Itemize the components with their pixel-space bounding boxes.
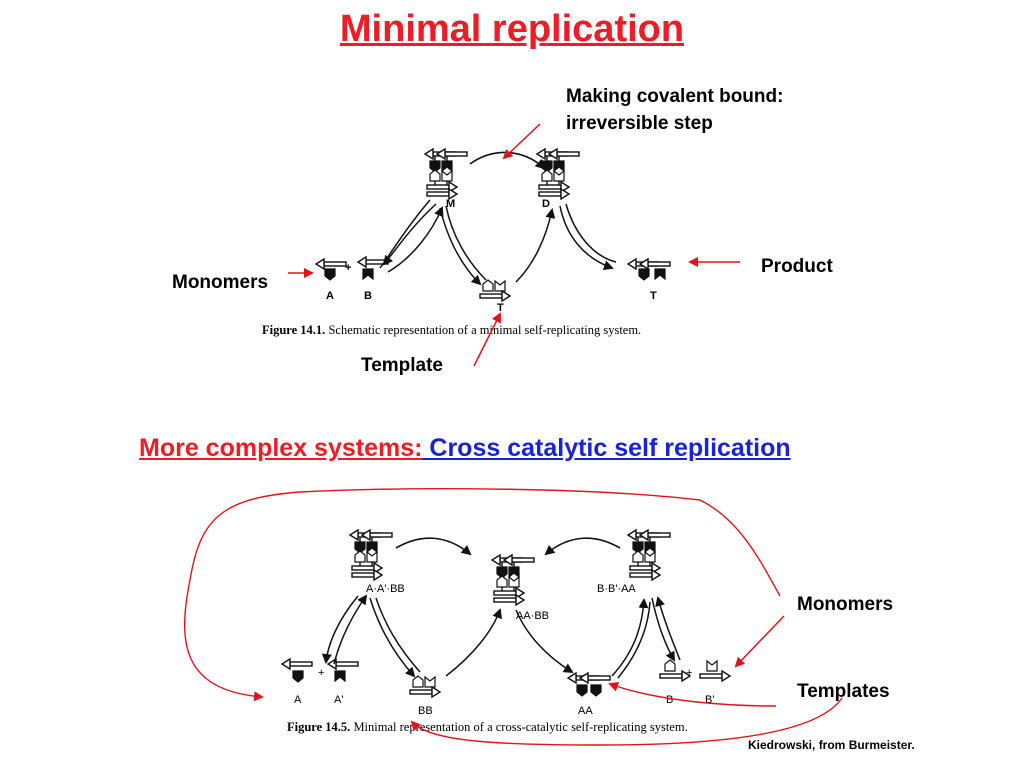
figure1-caption: Figure 14.1. Schematic representation of… (262, 323, 641, 338)
fig1-label-T-right: T (650, 290, 657, 302)
fig2-label-AABB-center: AA·BB (516, 610, 550, 622)
fig2-label-AABB-left: A·A'·BB (366, 583, 405, 595)
template-annotation: Template (361, 355, 444, 376)
fig2-label-AA: AA (578, 705, 593, 717)
product-T-right (627, 258, 671, 281)
fig2-label-B-prime: B' (705, 694, 715, 706)
credit-text: Kiedrowski, from Burmeister. (748, 738, 915, 752)
fig1-label-B: B (364, 290, 372, 302)
template-AA (567, 672, 611, 697)
fig1-label-D: D (542, 198, 550, 210)
templates-annotation: Templates (797, 681, 890, 702)
monomers-annotation-top: Monomers (172, 272, 269, 293)
fig2-label-plus1: + (318, 667, 325, 679)
fig2-label-BBAA-right: B·B'·AA (597, 583, 636, 595)
figure1-caption-text: Schematic representation of a minimal se… (325, 323, 642, 337)
monomers-loop-arrow (183, 488, 781, 702)
complex-AABB-center (492, 555, 534, 605)
arrow-T-to-D (515, 208, 556, 283)
fig2-label-B: B (666, 694, 674, 706)
monomer-B-fig2 (659, 659, 691, 682)
arrow-D-to-product (559, 205, 614, 271)
fig2-label-A-prime: A' (334, 694, 344, 706)
complex-AABB-left (350, 530, 392, 580)
template-pointer-arrow (473, 312, 501, 367)
covalent-annotation-line2: irreversible step (566, 113, 713, 134)
arrow-monomers-to-M (387, 206, 444, 273)
fig2-label-plus2: + (686, 667, 693, 679)
fig1-label-M: M (446, 198, 456, 210)
fig1-label-plus: + (345, 262, 352, 274)
complex-BBAA-right (628, 530, 670, 580)
template-T-center (479, 279, 511, 302)
product-annotation: Product (761, 256, 833, 277)
monomer-B (357, 256, 389, 280)
arrow-M-to-T (439, 207, 482, 286)
figure2-caption-text: Minimal representation of a cross-cataly… (350, 720, 688, 734)
arrow-M-to-monomers (382, 203, 437, 266)
templates-pointer-arrow-AA (608, 682, 777, 707)
monomers-pointer-arrow-bottom (734, 615, 785, 668)
page-title: Minimal replication (339, 8, 685, 50)
fig1-label-A: A (326, 290, 334, 302)
template-BB (409, 675, 441, 698)
complex-M (425, 149, 467, 199)
figure2-caption: Figure 14.5. Minimal representation of a… (287, 720, 688, 735)
fig2-label-BB: BB (418, 705, 433, 717)
figure2-diagram (183, 488, 843, 746)
monomer-A-fig2 (281, 658, 313, 683)
monomers-annotation-bottom: Monomers (797, 594, 894, 615)
monomer-A (315, 258, 347, 281)
complex-systems-heading: More complex systems: Cross catalytic se… (139, 434, 791, 463)
heading-blue-part: Cross catalytic self replication (422, 434, 791, 462)
figure2-caption-number: Figure 14.5. (287, 720, 351, 734)
fig2-label-A: A (294, 694, 302, 706)
monomer-B-prime-fig2 (699, 660, 731, 682)
covalent-annotation-line1: Making covalent bound: (566, 86, 784, 107)
heading-red-part: More complex systems: (139, 434, 423, 462)
arc-right-to-center (544, 537, 621, 556)
arc-left-to-center (395, 537, 472, 556)
figure1-caption-number: Figure 14.1. (262, 323, 326, 337)
templates-pointer-arrow-BB (410, 697, 843, 746)
covalent-pointer-arrow (502, 123, 541, 160)
complex-D (537, 149, 579, 199)
monomer-A-prime-fig2 (327, 658, 359, 682)
fig1-label-T-center: T (497, 302, 504, 314)
figure1-diagram (288, 123, 740, 367)
